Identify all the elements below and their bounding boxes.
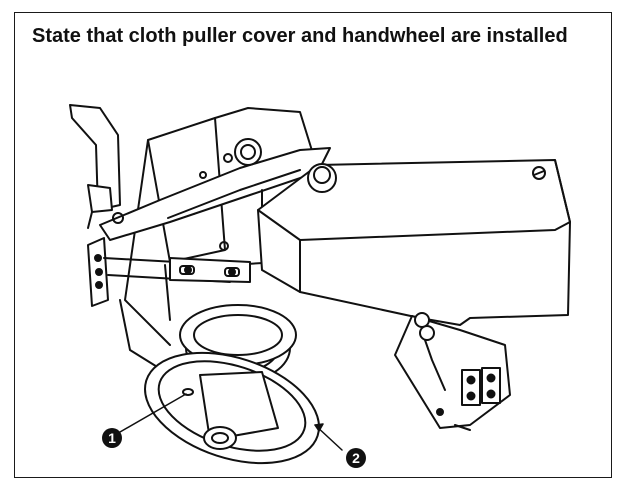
thread-guide-bracket [69,104,121,229]
callout-2-label: 2 [352,450,360,466]
diagram-title: State that cloth puller cover and handwh… [32,25,568,47]
cloth-puller-arm [99,138,331,241]
callout-1-label: 1 [108,430,116,446]
feed-bar [169,257,251,283]
handwheel [144,304,320,465]
callout-1: 1 [102,428,122,448]
cloth-puller-cover [257,159,571,326]
callout-leaders [119,393,343,451]
puller-mechanism [394,312,511,431]
callout-2: 2 [346,448,366,468]
